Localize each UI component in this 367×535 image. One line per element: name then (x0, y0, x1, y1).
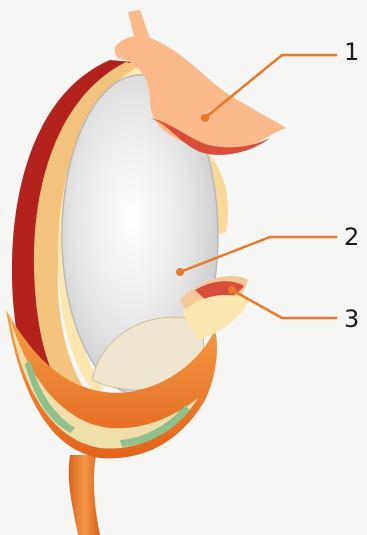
leader-dot-2 (176, 268, 184, 276)
leader-line-3 (232, 290, 336, 318)
callout-label-3: 3 (344, 307, 359, 331)
leader-dot-1 (201, 114, 209, 122)
stem (69, 455, 100, 535)
leader-dot-3 (228, 286, 236, 294)
callout-label-1: 1 (344, 40, 359, 64)
callout-label-2: 2 (344, 225, 359, 249)
